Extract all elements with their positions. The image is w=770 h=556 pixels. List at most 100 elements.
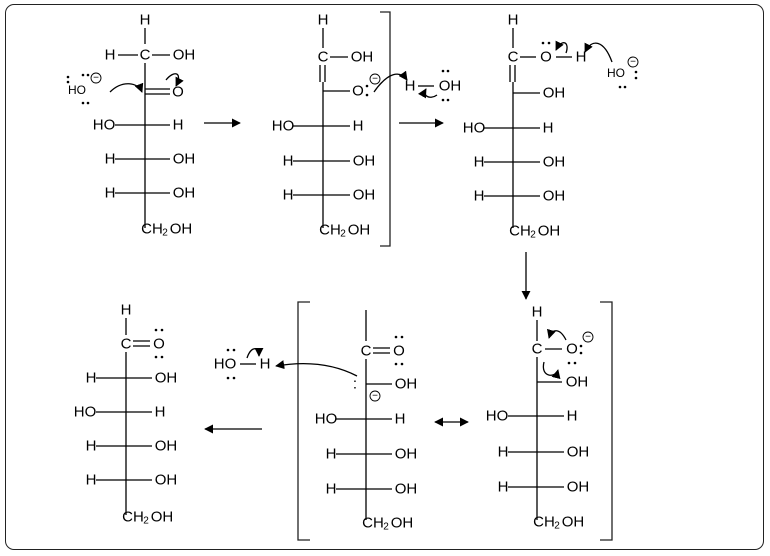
enediolate-resonance-a: C O : − OH HO H H OH H OH CH 2 OH HO H <box>214 301 418 541</box>
atom-label: OH <box>173 47 196 64</box>
atom-label: H <box>508 12 519 29</box>
atom-label: OH <box>543 154 566 171</box>
atom-label: C <box>532 341 543 358</box>
atom-label: 2 <box>530 230 536 241</box>
atom-label: OH <box>170 221 193 238</box>
atom-label: OH <box>567 444 590 461</box>
atom-label: H <box>474 154 485 171</box>
atom-label: H <box>105 185 116 202</box>
atom-label: H <box>86 370 97 387</box>
atom-label: CH <box>509 223 531 240</box>
enolate-intermediate: H C OH O − HO H H OH H OH CH 2 OH H OH <box>272 11 462 247</box>
atom-label: C <box>508 49 519 66</box>
atom-label: H <box>140 12 151 29</box>
diagram-frame <box>5 4 764 550</box>
atom-label: H <box>532 304 543 321</box>
svg-text:−: − <box>93 73 99 84</box>
atom-label: OH <box>543 85 566 102</box>
enediol-intermediate: H C O H OH HO H H OH H OH CH 2 OH HO − <box>463 12 639 241</box>
atom-label: H <box>86 472 97 489</box>
atom-label: OH <box>173 151 196 168</box>
svg-text:−: − <box>585 332 591 343</box>
atom-label: H <box>498 444 509 461</box>
atom-label: 2 <box>143 516 149 527</box>
atom-label: H <box>567 408 578 425</box>
atom-label: H <box>395 411 406 428</box>
atom-label: C <box>121 336 132 353</box>
atom-label: OH <box>566 374 589 391</box>
atom-label: 2 <box>340 229 346 240</box>
atom-label: C <box>361 343 372 360</box>
atom-label: OH <box>395 481 418 498</box>
hydroxide-label: HO <box>68 83 86 97</box>
svg-text:−: − <box>372 74 378 85</box>
atom-label: O <box>172 84 184 101</box>
fructose-keto-form: H H C OH O HO H H OH H OH CH 2 OH HO − <box>66 12 196 239</box>
atom-label: H <box>326 481 337 498</box>
atom-label: H <box>353 118 364 135</box>
atom-label: HO <box>486 408 509 425</box>
atom-label: CH <box>319 222 341 239</box>
atom-label: H <box>260 356 271 373</box>
atom-label: OH <box>543 188 566 205</box>
atom-label: OH <box>353 153 376 170</box>
atom-label: CH <box>533 514 555 531</box>
atom-label: O <box>566 341 578 358</box>
atom-label: OH <box>353 187 376 204</box>
atom-label: H <box>543 120 554 137</box>
atom-label: H <box>318 12 329 29</box>
atom-label: CH <box>141 221 163 238</box>
atom-label: OH <box>562 514 585 531</box>
atom-label: HO <box>463 120 486 137</box>
glucose-aldo-form: H C O H OH HO H H OH H OH CH 2 OH <box>74 302 178 527</box>
atom-label: 2 <box>554 521 560 532</box>
atom-label: C <box>318 49 329 66</box>
carbanion-lone-pair: : <box>353 376 357 393</box>
atom-label: H <box>326 446 337 463</box>
atom-label: OH <box>395 446 418 463</box>
atom-label: H <box>173 117 184 134</box>
atom-label: H <box>105 47 116 64</box>
atom-label: OH <box>567 479 590 496</box>
atom-label: HO <box>272 118 295 135</box>
svg-text:−: − <box>372 391 378 402</box>
atom-label: H <box>576 49 587 66</box>
hydroxide-label: HO <box>607 66 625 80</box>
atom-label: HO <box>214 356 237 373</box>
atom-label: H <box>283 153 294 170</box>
atom-label: CH <box>362 515 384 532</box>
atom-label: OH <box>155 438 178 455</box>
atom-label: 2 <box>162 228 168 239</box>
atom-label: OH <box>155 370 178 387</box>
atom-label: HO <box>93 117 116 134</box>
atom-label: OH <box>151 509 174 526</box>
atom-label: H <box>283 187 294 204</box>
atom-label: O <box>540 49 552 66</box>
atom-label: H <box>86 438 97 455</box>
atom-label: H <box>121 302 132 319</box>
atom-label: OH <box>173 185 196 202</box>
atom-label: H <box>405 78 416 95</box>
atom-label: 2 <box>383 522 389 533</box>
atom-label: H <box>155 404 166 421</box>
atom-label: OH <box>391 515 414 532</box>
atom-label: HO <box>315 411 338 428</box>
atom-label: OH <box>351 49 374 66</box>
atom-label: O <box>393 343 405 360</box>
atom-label: H <box>498 479 509 496</box>
atom-label: O <box>352 83 364 100</box>
svg-text:−: − <box>630 57 636 68</box>
atom-label: OH <box>395 376 418 393</box>
atom-label: H <box>105 151 116 168</box>
atom-label: OH <box>348 222 371 239</box>
enediolate-resonance-b: H C O − OH HO H H OH H OH CH 2 OH <box>486 301 613 541</box>
atom-label: C <box>140 47 151 64</box>
atom-label: OH <box>155 472 178 489</box>
atom-label: OH <box>538 223 561 240</box>
atom-label: HO <box>74 404 97 421</box>
atom-label: O <box>153 336 165 353</box>
atom-label: CH <box>122 509 144 526</box>
atom-label: H <box>474 188 485 205</box>
atom-label: OH <box>439 78 462 95</box>
